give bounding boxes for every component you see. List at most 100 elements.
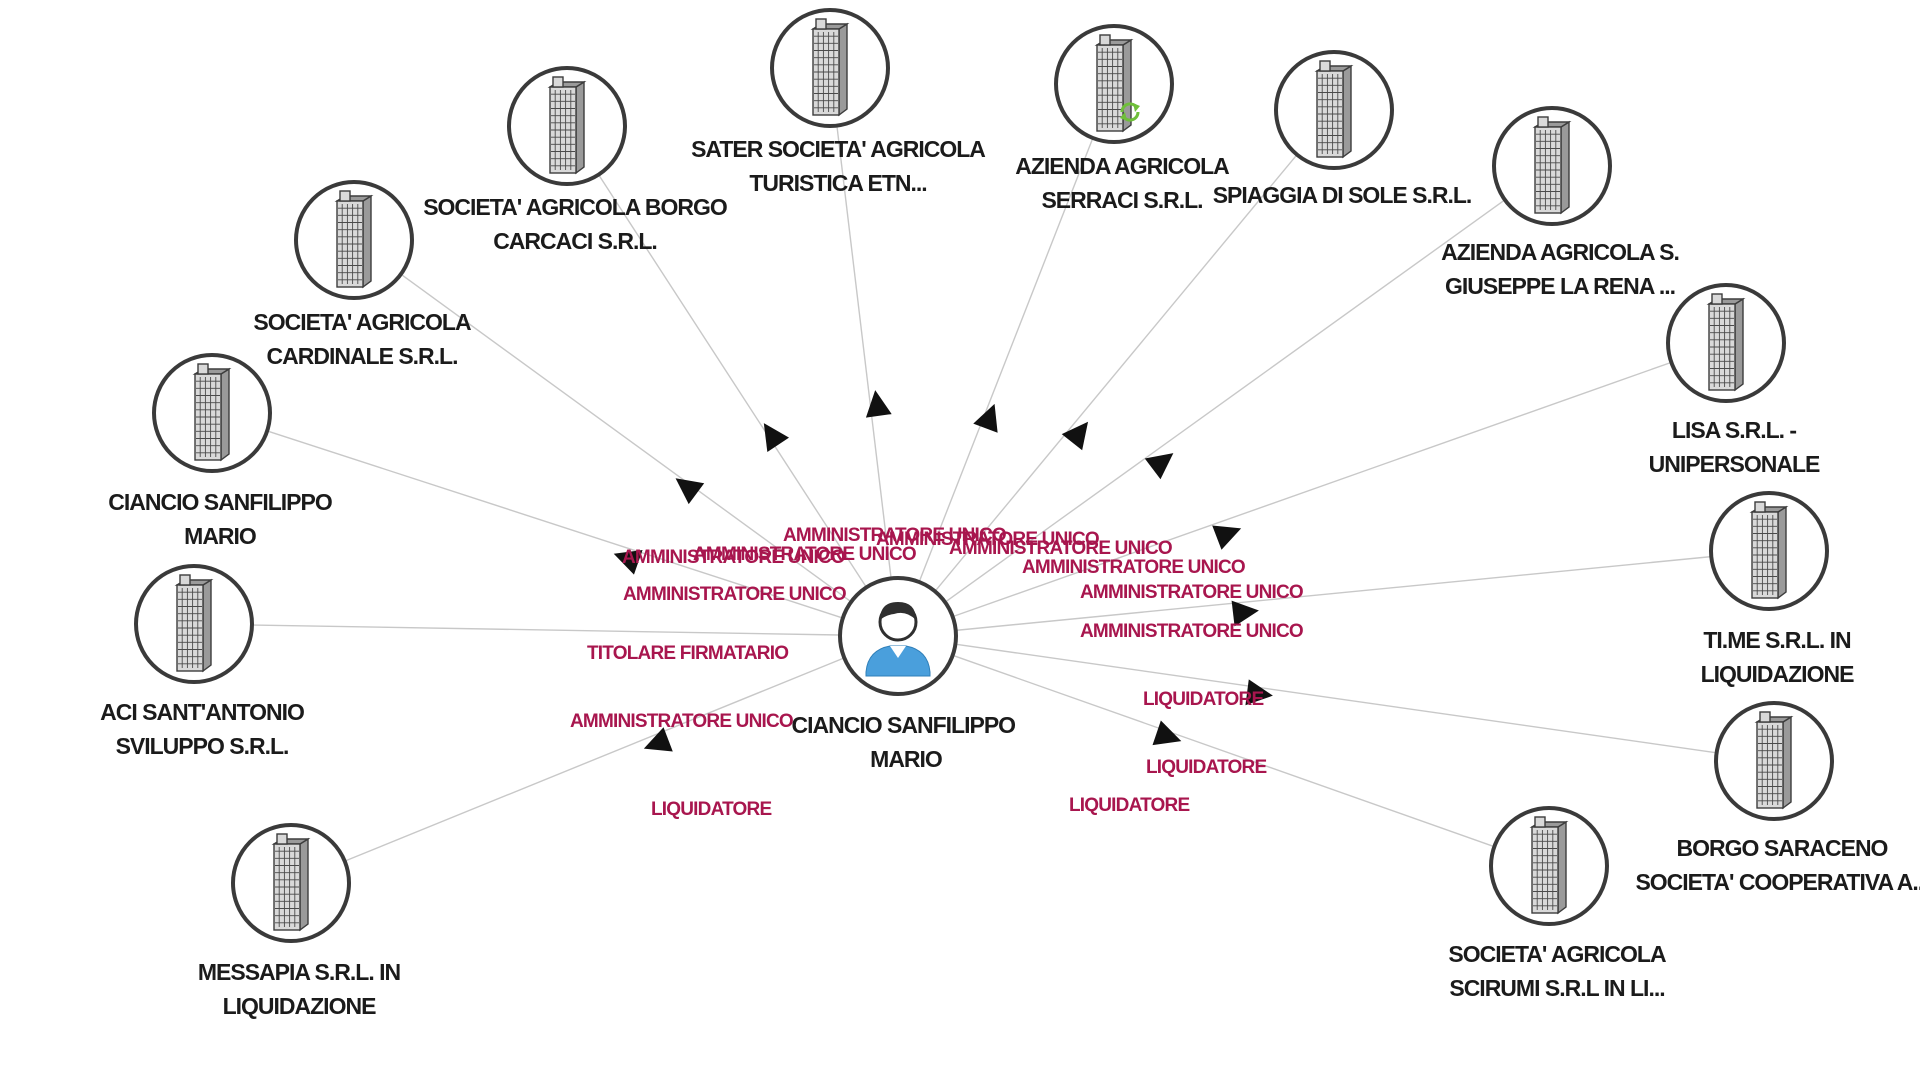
edge-n1: [836, 125, 892, 579]
edge-label-amministratore-unico: AMMINISTRATORE UNICO: [622, 547, 845, 568]
arrow-head-n7: [613, 550, 643, 575]
company-name-line-1: AZIENDA AGRICOLA: [1015, 153, 1229, 179]
arrow-head-n13: [1152, 720, 1182, 746]
company-node-societa-agricola-cardinale-s-r-l[interactable]: SOCIETA' AGRICOLA CARDINALE S.R.L.: [253, 180, 472, 369]
center-node[interactable]: CIANCIO SANFILIPPO MARIO: [792, 576, 1021, 772]
edge-n8: [952, 361, 1672, 618]
edge-label-amministratore-unico: AMMINISTRATORE UNICO: [876, 529, 1099, 550]
company-node-label: ACI SANT'ANTONIO SVILUPPO S.R.L.: [100, 699, 304, 759]
edge-n5: [400, 273, 852, 603]
company-name-line-1: MESSAPIA S.R.L. IN: [198, 959, 401, 985]
building-top-block: [1537, 116, 1549, 128]
building-top-block: [1759, 711, 1771, 723]
company-name-line-1: SOCIETA' AGRICOLA: [1448, 941, 1666, 967]
arrow-head-n12: [1245, 679, 1273, 706]
company-name-line-2: LIQUIDAZIONE: [223, 993, 376, 1019]
edge-n4: [934, 154, 1298, 592]
building-icon: [1532, 116, 1572, 215]
edge-label-amministratore-unico: AMMINISTRATORE UNICO: [783, 525, 1006, 546]
building-icon: [334, 190, 374, 289]
company-name-line-1: SOCIETA' AGRICOLA: [253, 309, 471, 335]
arrow-head-n3: [763, 423, 790, 453]
edge-n11: [344, 657, 845, 862]
edge-label-amministratore-unico: AMMINISTRATORE UNICO: [623, 584, 846, 605]
building-top-block: [1711, 293, 1723, 305]
building-side: [838, 22, 848, 117]
company-name-line-1: LISA S.R.L. -: [1672, 417, 1796, 443]
edge-label-amministratore-unico: AMMINISTRATORE UNICO: [693, 544, 916, 565]
edge-n12: [955, 643, 1717, 754]
company-node-label: LISA S.R.L. -UNIPERSONALE: [1649, 417, 1820, 477]
company-node-aci-sant-antonio-sviluppo-s-r-l[interactable]: ACI SANT'ANTONIO SVILUPPO S.R.L.: [100, 564, 305, 759]
building-top-block: [197, 363, 209, 375]
edge-n9: [251, 624, 841, 636]
building-icon: [192, 363, 232, 462]
avatar-hair: [880, 602, 916, 620]
arrow-head-n2: [973, 403, 998, 433]
building-icon: [810, 18, 850, 117]
edge-label-liquidatore: LIQUIDATORE: [1143, 689, 1263, 710]
extra-labels-layer: LIQUIDATORE LIQUIDATORE: [651, 795, 1190, 820]
company-node-lisa-s-r-l-unipersonale[interactable]: LISA S.R.L. -UNIPERSONALE: [1649, 283, 1821, 477]
building-icon: [271, 833, 311, 932]
company-name-line-1: SOCIETA' AGRICOLA BORGO: [423, 194, 727, 220]
building-top-block: [552, 76, 564, 88]
edge-label-amministratore-unico: AMMINISTRATORE UNICO: [570, 711, 793, 732]
building-icon: [174, 574, 214, 673]
company-name-line-1: CIANCIO SANFILIPPO: [108, 489, 332, 515]
company-name-line-2: SVILUPPO S.R.L.: [116, 733, 289, 759]
building-icon: [1529, 816, 1569, 915]
edge-n7: [266, 430, 844, 619]
edge-label-liquidatore: LIQUIDATORE: [1146, 757, 1266, 778]
building-side: [1557, 820, 1567, 915]
company-node-ti-me-s-r-l-in-liquidazione[interactable]: TI.ME S.R.L. IN LIQUIDAZIONE: [1701, 491, 1855, 687]
edge-label-liquidatore-extra-2: LIQUIDATORE: [1069, 795, 1189, 816]
company-node-spiaggia-di-sole-s-r-l[interactable]: SPIAGGIA DI SOLE S.R.L.: [1213, 50, 1472, 208]
building-side: [299, 837, 309, 932]
company-name-line-1: TI.ME S.R.L. IN: [1703, 627, 1851, 653]
company-name-line-1: AZIENDA AGRICOLA S.: [1441, 239, 1679, 265]
building-icon: [1706, 293, 1746, 392]
edge-label-amministratore-unico: AMMINISTRATORE UNICO: [1080, 582, 1303, 603]
person-avatar-icon: [865, 602, 931, 677]
company-name-line-2: LIQUIDAZIONE: [1701, 661, 1854, 687]
sync-arrow-top: [1133, 103, 1140, 112]
building-side: [1734, 297, 1744, 392]
building-icon: [547, 76, 587, 175]
building-top-block: [339, 190, 351, 202]
building-top-block: [1754, 501, 1766, 513]
company-name-line-1: ACI SANT'ANTONIO: [100, 699, 304, 725]
company-name-line-2: SCIRUMI S.R.L IN LI...: [1449, 975, 1664, 1001]
edge-n3: [597, 174, 868, 588]
company-node-societa-agricola-scirumi-s-r-l-in-li[interactable]: SOCIETA' AGRICOLA SCIRUMI S.R.L IN LI...: [1448, 806, 1667, 1001]
arrow-head-n11: [643, 727, 673, 752]
edge-label-titolare-firmatario: TITOLARE FIRMATARIO: [587, 643, 788, 664]
building-side: [1560, 120, 1570, 215]
company-name-line-2: GIUSEPPE LA RENA ...: [1445, 273, 1675, 299]
edge-label-amministratore-unico: AMMINISTRATORE UNICO: [1080, 621, 1303, 642]
company-node-azienda-agricola-s-giuseppe-la-rena[interactable]: AZIENDA AGRICOLA S. GIUSEPPE LA RENA ...: [1441, 106, 1680, 299]
edge-label-amministratore-unico: AMMINISTRATORE UNICO: [1022, 557, 1245, 578]
building-top-block: [1534, 816, 1546, 828]
company-node-messapia-s-r-l-in-liquidazione[interactable]: MESSAPIA S.R.L. IN LIQUIDAZIONE: [198, 823, 402, 1019]
building-icon: [1094, 34, 1134, 133]
building-top-block: [1099, 34, 1111, 46]
company-node-label: SOCIETA' AGRICOLA CARDINALE S.R.L.: [253, 309, 471, 369]
company-node-label: SOCIETA' AGRICOLA SCIRUMI S.R.L IN LI...: [1448, 941, 1666, 1001]
company-name-line-2: SOCIETA' COOPERATIVA A...: [1635, 869, 1920, 895]
edge-n2: [918, 137, 1094, 583]
company-name-line-2: CARDINALE S.R.L.: [267, 343, 458, 369]
company-node-label: TI.ME S.R.L. IN LIQUIDAZIONE: [1701, 627, 1854, 687]
building-side: [202, 578, 212, 673]
avatar-shirt: [865, 645, 931, 677]
building-top-block: [1319, 60, 1331, 72]
